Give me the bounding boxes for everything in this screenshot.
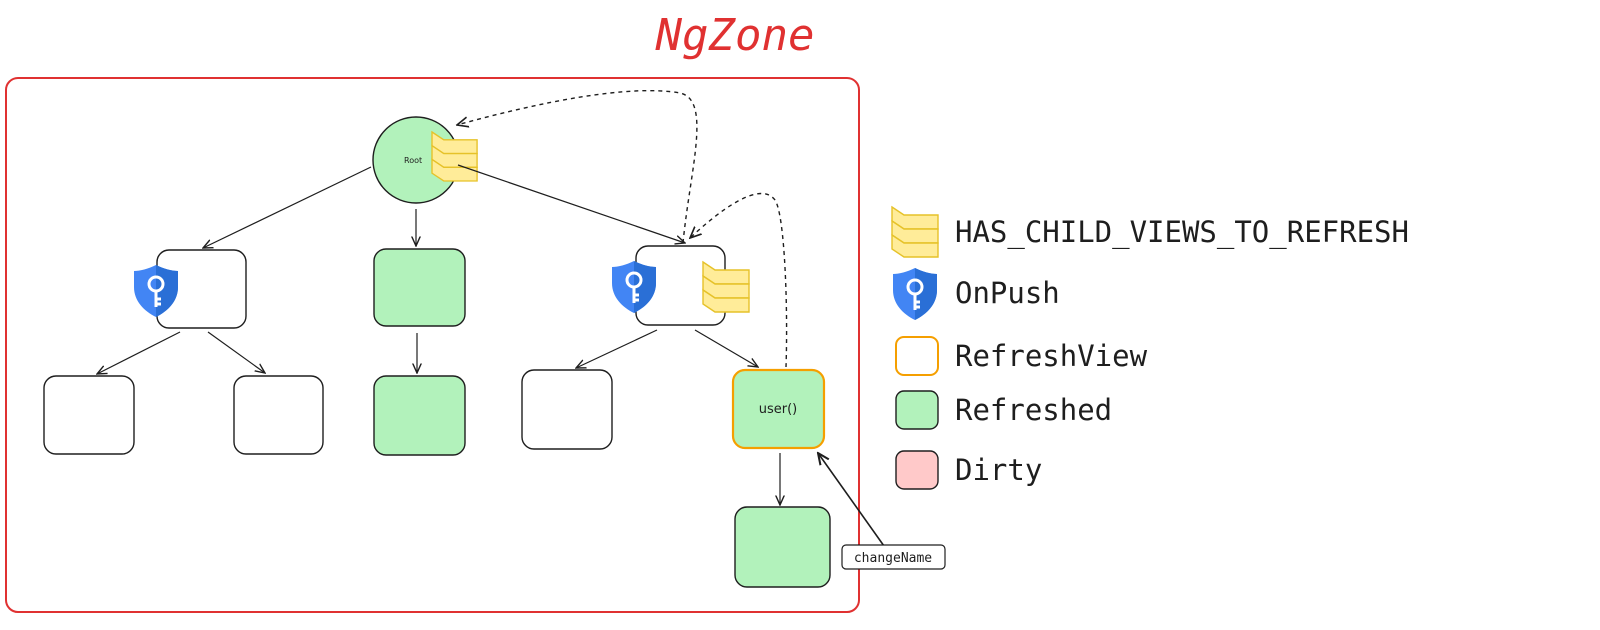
legend-has-child-views-icon xyxy=(891,206,939,258)
edge-left-to-child1 xyxy=(97,331,181,374)
legend-label-onpush: OnPush xyxy=(955,276,1060,310)
user-child-refreshed-node xyxy=(734,506,831,588)
mark-ancestors-edges xyxy=(457,89,788,368)
left-child-1-node xyxy=(43,375,135,455)
legend-onpush-shield-icon xyxy=(891,266,939,322)
user-node-label: user() xyxy=(759,402,798,417)
right-has-child-views-icon xyxy=(702,261,750,313)
middle-refreshed-node xyxy=(373,248,466,327)
legend-refresh-view-swatch xyxy=(895,336,939,376)
change-name-label: changeName xyxy=(854,551,932,566)
legend-label-refreshed: Refreshed xyxy=(955,393,1112,427)
legend-refreshed-swatch xyxy=(895,390,939,430)
legend-label-refresh-view: RefreshView xyxy=(955,339,1148,373)
user-node xyxy=(731,368,826,450)
middle-child-refreshed-node xyxy=(373,375,466,456)
edge-right-to-child1 xyxy=(576,329,658,368)
edge-root-to-left xyxy=(203,166,372,248)
legend-label-dirty: Dirty xyxy=(955,453,1042,487)
change-name-tag xyxy=(841,544,946,570)
root-label: Root xyxy=(404,156,422,165)
ngzone-title: NgZone xyxy=(655,10,815,61)
dashed-user-to-right xyxy=(690,193,788,368)
tree-edges xyxy=(97,164,780,505)
left-child-2-node xyxy=(233,375,324,455)
edge-left-to-child2 xyxy=(207,331,265,373)
legend: HAS_CHILD_VIEWS_TO_REFRESH OnPush Refres… xyxy=(891,206,1409,490)
legend-dirty-swatch xyxy=(895,450,939,490)
dashed-right-to-root xyxy=(457,89,698,244)
edge-root-to-right xyxy=(457,164,685,243)
edge-right-to-user xyxy=(694,329,758,367)
right-child-1-node xyxy=(521,369,613,450)
root-has-child-views-icon xyxy=(431,131,478,182)
legend-label-has-child-views: HAS_CHILD_VIEWS_TO_REFRESH xyxy=(955,215,1409,250)
change-name-arrow xyxy=(818,453,885,547)
ngzone-boundary xyxy=(5,77,860,613)
